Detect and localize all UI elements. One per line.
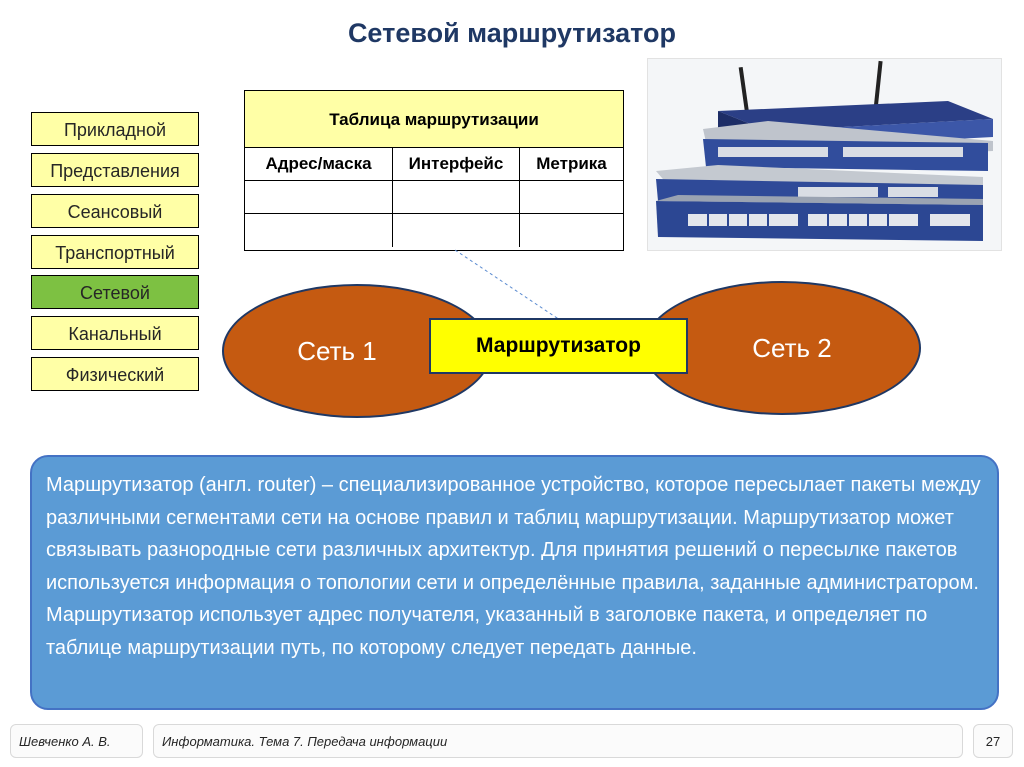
routing-table: Таблица маршрутизации Адрес/маска Интерф… (244, 90, 624, 251)
slide-footer: Шевченко А. В. Информатика. Тема 7. Пере… (0, 724, 1024, 760)
network-1-label: Сеть 1 (297, 336, 377, 366)
column-address-mask: Адрес/маска (245, 148, 393, 180)
layer-transport: Транспортный (31, 235, 199, 269)
table-cell (393, 214, 520, 247)
description-text: Маршрутизатор (англ. router) – специализ… (46, 474, 981, 659)
network-router-equipment-icon (656, 60, 993, 241)
router-photo (647, 58, 1002, 251)
description-box: Маршрутизатор (англ. router) – специализ… (30, 455, 999, 710)
column-metric: Метрика (536, 154, 607, 173)
table-row (245, 181, 623, 214)
table-cell (245, 181, 393, 213)
column-interface: Интерфейс (393, 148, 520, 180)
slide-title: Сетевой маршрутизатор (347, 18, 677, 48)
layer-datalink: Канальный (31, 316, 199, 350)
layer-application: Прикладной (31, 112, 199, 146)
footer-course: Информатика. Тема 7. Передача информации (153, 724, 963, 758)
network-1-ellipse: Сеть 1 (222, 284, 492, 418)
layer-network: Сетевой (31, 275, 199, 309)
footer-author: Шевченко А. В. (10, 724, 143, 758)
network-2-label: Сеть 2 (752, 333, 832, 363)
layer-physical: Физический (31, 357, 199, 391)
table-row (245, 214, 623, 247)
router-box: Маршрутизатор (429, 318, 688, 374)
layer-session: Сеансовый (31, 194, 199, 228)
routing-table-title: Таблица маршрутизации (245, 91, 623, 148)
network-2-ellipse: Сеть 2 (643, 281, 921, 415)
table-cell (245, 214, 393, 247)
footer-page-number: 27 (973, 724, 1013, 758)
routing-table-header-row: Адрес/маска Интерфейс Метрика (245, 148, 623, 181)
table-cell (393, 181, 520, 213)
layer-presentation: Представления (31, 153, 199, 187)
